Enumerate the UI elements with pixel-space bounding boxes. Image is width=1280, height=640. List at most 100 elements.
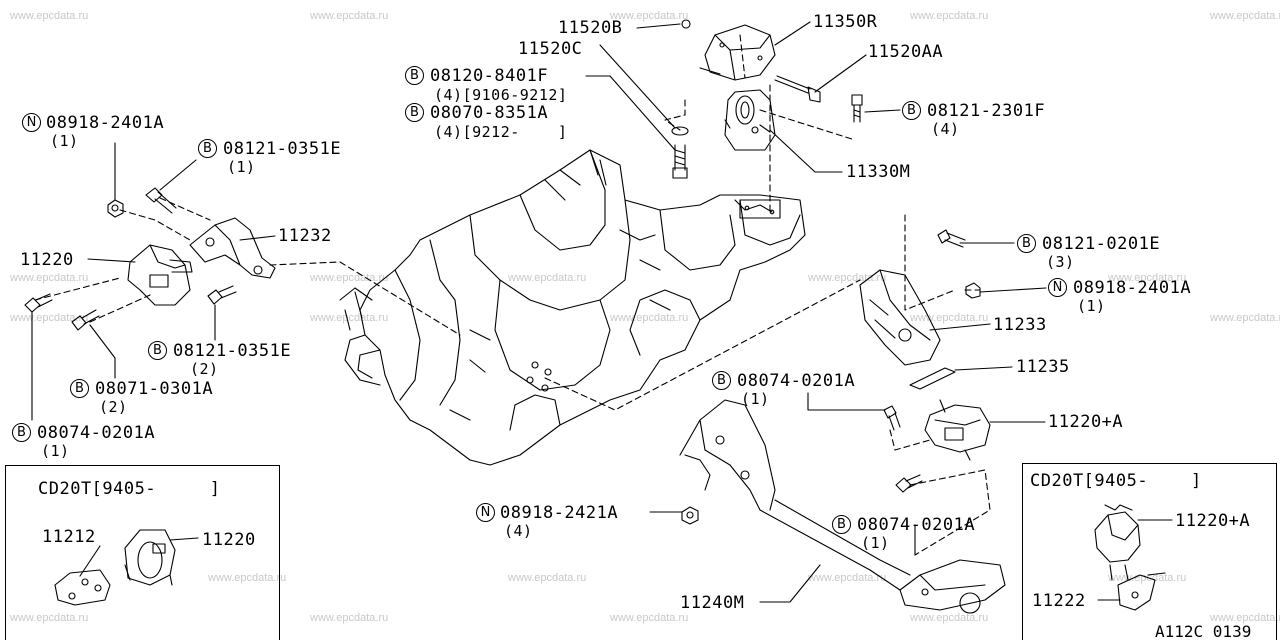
watermark: www.epcdata.ru: [1210, 612, 1280, 624]
label-08121-0201E: 08121-0201E: [1042, 234, 1161, 254]
label-08071-0301A: 08071-0301A: [95, 379, 214, 399]
bolt-08074-0201A-mid: [883, 405, 901, 431]
bolt-08121-0351E-lower: [207, 285, 237, 305]
bracket-11232: [189, 217, 276, 279]
crossmember-11240M: [679, 399, 1006, 614]
qty-08121-0351E-upper: (1): [227, 158, 256, 176]
bolt-08121-0201E: [937, 229, 966, 248]
label-08121-2301F: 08121-2301F: [927, 101, 1046, 121]
inset-right-drawing: [1094, 504, 1166, 611]
label-11220A-inset: 11220+A: [1175, 511, 1251, 531]
label-11330M: 11330M: [846, 162, 911, 182]
nut-chip-icon: N: [476, 503, 495, 522]
nut-08918-2401A-right: [965, 282, 981, 299]
bolt-11520AA: [774, 75, 821, 103]
watermark: www.epcdata.ru: [1210, 312, 1280, 324]
nut-11520B: [681, 19, 691, 29]
label-11235: 11235: [1016, 357, 1070, 377]
bolt-chip-icon: B: [198, 139, 217, 158]
watermark: www.epcdata.ru: [508, 572, 587, 584]
label-08074-0201A-left: 08074-0201A: [37, 423, 156, 443]
inset-frame-left: [5, 465, 280, 640]
label-11232: 11232: [278, 226, 332, 246]
watermark: www.epcdata.ru: [910, 10, 989, 22]
watermark: www.epcdata.ru: [808, 272, 887, 284]
label-11520AA: 11520AA: [868, 42, 944, 62]
watermark: www.epcdata.ru: [10, 312, 89, 324]
watermark: www.epcdata.ru: [10, 10, 89, 22]
nut-chip-icon: N: [22, 113, 41, 132]
bolt-08121-0351E-upper: [145, 187, 177, 214]
watermark: www.epcdata.ru: [610, 312, 689, 324]
qty-08120-8401F: (4)[9106-9212]: [434, 86, 568, 104]
nut-chip-icon: N: [1048, 278, 1067, 297]
qty-08918-2421A: (4): [504, 522, 533, 540]
label-11212: 11212: [42, 527, 96, 547]
watermark: www.epcdata.ru: [310, 612, 389, 624]
watermark: www.epcdata.ru: [208, 572, 287, 584]
inset-frame-right: [1022, 463, 1277, 640]
bolt-08121-2301F: [851, 94, 863, 123]
label-08121-0351E-lower: 08121-0351E: [173, 341, 292, 361]
watermark: www.epcdata.ru: [808, 572, 887, 584]
nut-08918-2421A: [681, 506, 699, 525]
diagram-reference: A112C 0139: [1155, 622, 1252, 640]
qty-08121-0201E: (3): [1046, 253, 1075, 271]
mount-bracket-11350R: [699, 24, 776, 81]
callout-leaders: [31, 21, 1173, 603]
watermark: www.epcdata.ru: [10, 612, 89, 624]
inset-right-title: CD20T[9405- ]: [1030, 471, 1202, 491]
plate-11235: [909, 367, 956, 390]
bolt-chip-icon: B: [12, 423, 31, 442]
label-08918-2401A: 08918-2401A: [46, 113, 165, 133]
bolt-chip-icon: B: [1017, 234, 1036, 253]
bolt-chip-icon: B: [832, 515, 851, 534]
assembly-leaders: [34, 34, 991, 556]
label-11520B: 11520B: [558, 18, 623, 38]
watermark: www.epcdata.ru: [310, 10, 389, 22]
insulator-11220: [127, 244, 193, 306]
bolt-chip-icon: B: [148, 341, 167, 360]
engine-transmission-assembly: [339, 149, 806, 466]
label-08918-2401A-right: 08918-2401A: [1073, 278, 1192, 298]
bolt-chip-icon: B: [405, 66, 424, 85]
watermark: www.epcdata.ru: [1108, 272, 1187, 284]
qty-08074-0201A-low: (1): [861, 534, 890, 552]
watermark: www.epcdata.ru: [610, 10, 689, 22]
watermark: www.epcdata.ru: [910, 312, 989, 324]
qty-08070-8351A: (4)[9212- ]: [434, 123, 568, 141]
label-08120-8401F: 08120-8401F: [430, 66, 549, 86]
watermark: www.epcdata.ru: [1210, 10, 1280, 22]
label-08121-0351E-upper: 08121-0351E: [223, 139, 342, 159]
watermark: www.epcdata.ru: [610, 612, 689, 624]
qty-08074-0201A-left: (1): [41, 442, 70, 460]
nut-08918-2401A: [107, 199, 124, 218]
bolt-chip-icon: B: [712, 371, 731, 390]
watermark: www.epcdata.ru: [508, 272, 587, 284]
watermark: www.epcdata.ru: [310, 272, 389, 284]
watermark: www.epcdata.ru: [910, 612, 989, 624]
qty-08918-2401A: (1): [50, 132, 79, 150]
qty-08121-0351E-lower: (2): [190, 360, 219, 378]
qty-08074-0201A-mid: (1): [741, 390, 770, 408]
inset-left-title: CD20T[9405- ]: [38, 479, 221, 499]
inset-left-drawing: [54, 529, 176, 606]
insulator-11220A: [924, 399, 991, 461]
label-11220-inset: 11220: [202, 530, 256, 550]
label-08074-0201A-mid: 08074-0201A: [737, 371, 856, 391]
bracket-11233: [859, 269, 941, 366]
bolt-08074-0201A-left: [24, 293, 53, 313]
label-11520C: 11520C: [518, 39, 583, 59]
label-11222: 11222: [1032, 591, 1086, 611]
qty-08918-2401A-right: (1): [1077, 297, 1106, 315]
bolt-chip-icon: B: [902, 101, 921, 120]
washer-11520C: [671, 126, 689, 136]
insulator-11330M: [724, 89, 776, 151]
bolt-08074-0201A-low: [895, 474, 923, 493]
label-11240M: 11240M: [680, 593, 745, 613]
bolt-08071-0301A: [71, 309, 100, 331]
bolt-chip-icon: B: [405, 103, 424, 122]
watermark: www.epcdata.ru: [310, 312, 389, 324]
